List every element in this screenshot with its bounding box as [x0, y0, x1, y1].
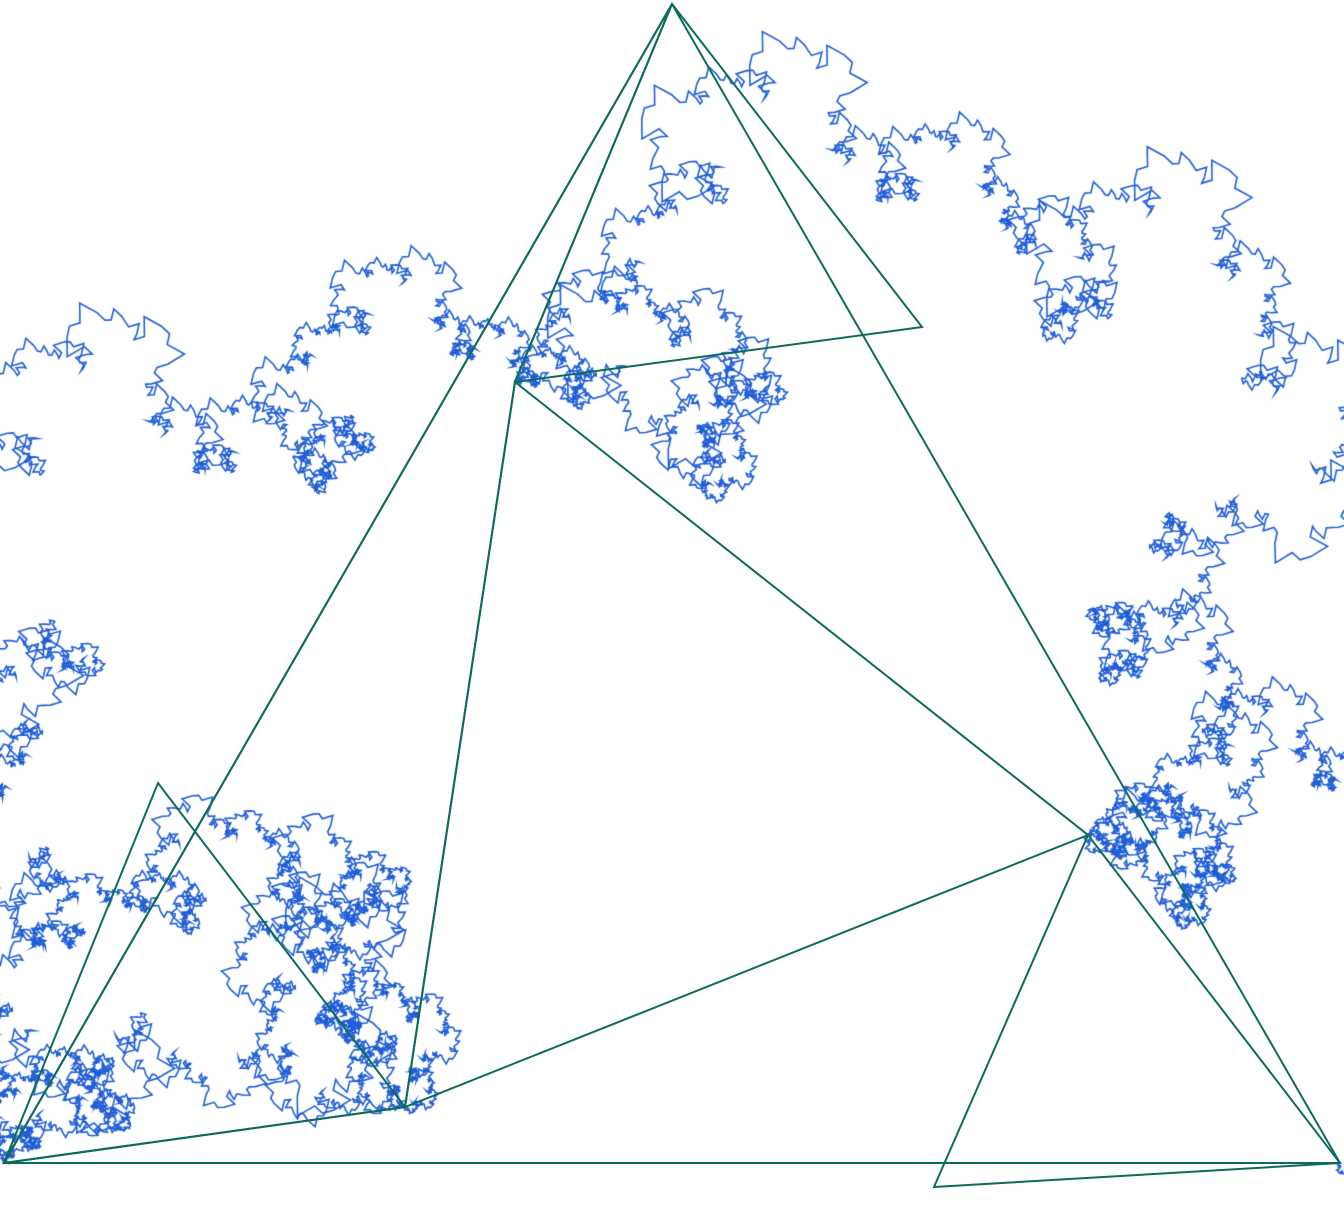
right-sub-triangle	[932, 833, 1342, 1189]
left-sub-triangle	[2, 780, 407, 1165]
top-sub-triangle	[513, 2, 924, 384]
outer-triangle	[2, 1, 1342, 1164]
middle-sub-triangle	[403, 380, 1090, 1109]
left-quad-outline	[2, 3, 673, 1165]
